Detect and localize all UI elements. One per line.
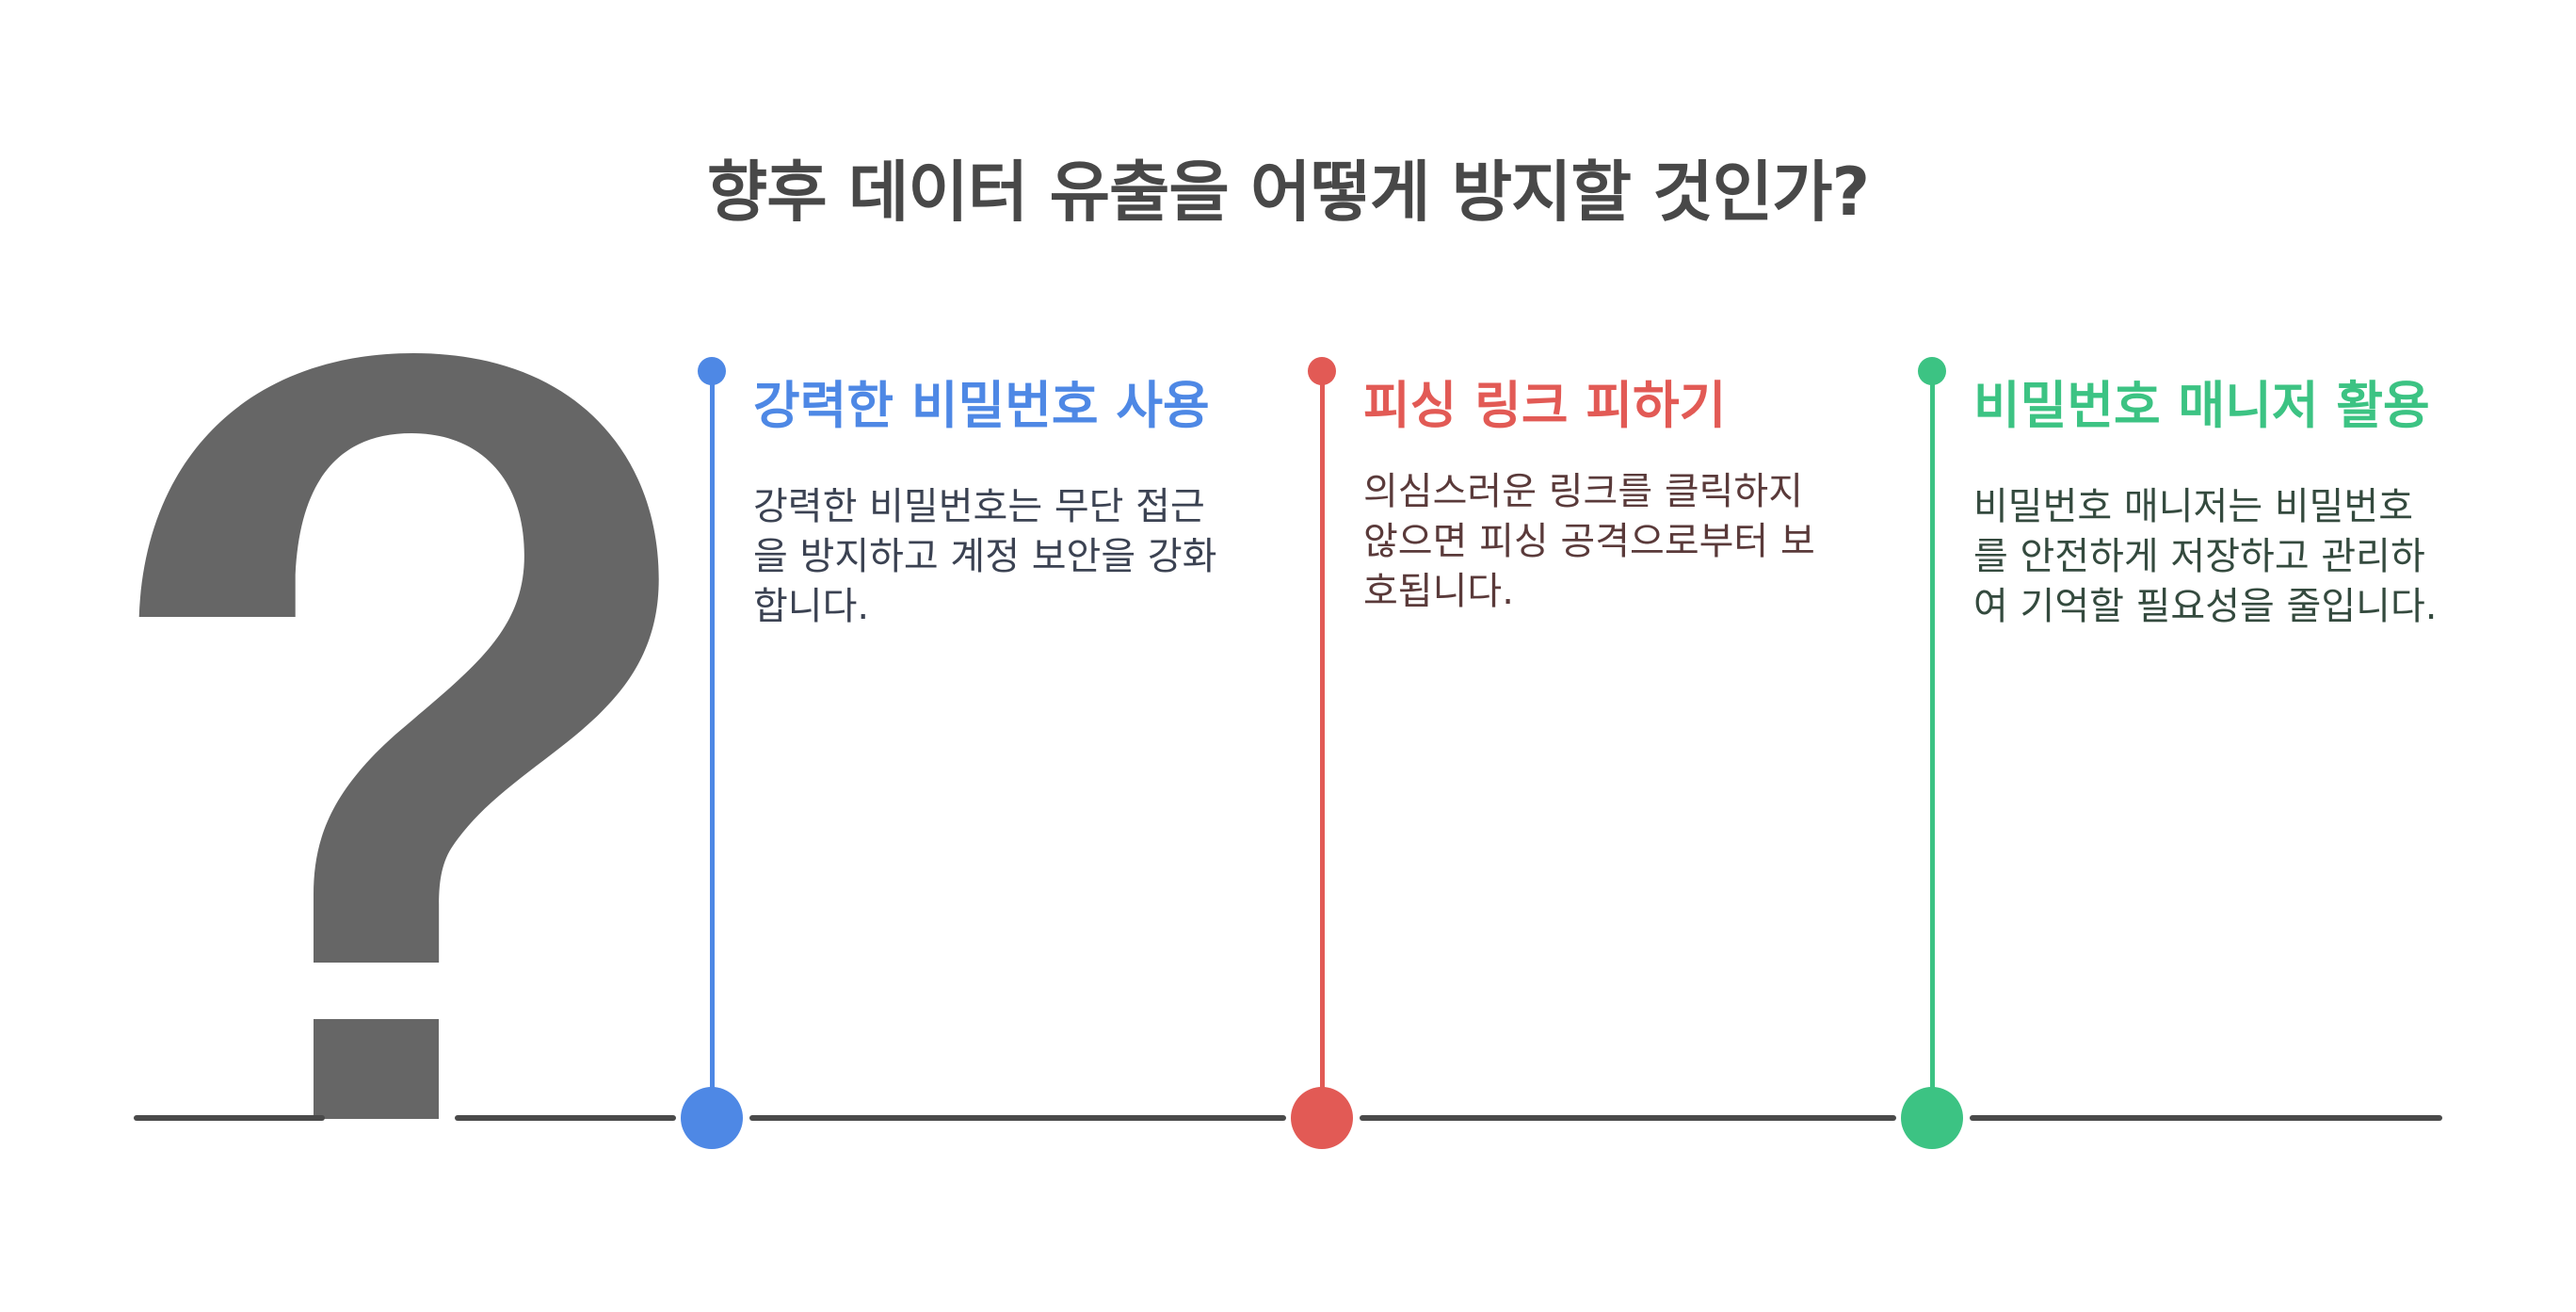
step-2-card: 피싱 링크 피하기 의심스러운 링크를 클릭하지 않으면 피싱 공격으로부터 보… — [1363, 373, 1834, 617]
step-3-connector — [1930, 371, 1935, 1115]
step-3-timeline-node — [1901, 1087, 1963, 1149]
step-1-top-marker — [698, 357, 726, 385]
timeline-baseline — [1970, 1115, 2442, 1121]
step-2-top-marker — [1308, 357, 1336, 385]
page-title: 향후 데이터 유출을 어떻게 방지할 것인가? — [706, 154, 1870, 231]
question-mark-icon — [138, 353, 659, 1119]
step-1-title: 강력한 비밀번호 사용 — [753, 376, 1210, 435]
timeline-baseline — [749, 1115, 1286, 1121]
step-2-title: 피싱 링크 피하기 — [1363, 376, 1727, 435]
step-1-card: 강력한 비밀번호 사용 강력한 비밀번호는 무단 접근을 방지하고 계정 보안을… — [753, 373, 1224, 632]
timeline-baseline — [1360, 1115, 1896, 1121]
step-3-description: 비밀번호 매니저는 비밀번호를 안전하게 저장하고 관리하여 기억할 필요성을 … — [1973, 485, 2438, 628]
timeline-baseline — [134, 1115, 325, 1121]
step-1-connector — [710, 371, 715, 1115]
step-2-connector — [1320, 371, 1325, 1115]
step-2-description: 의심스러운 링크를 클릭하지 않으면 피싱 공격으로부터 보호됩니다. — [1363, 470, 1815, 613]
timeline-baseline — [455, 1115, 676, 1121]
step-3-title: 비밀번호 매니저 활용 — [1973, 376, 2430, 435]
step-3-top-marker — [1918, 357, 1946, 385]
step-1-timeline-node — [681, 1087, 743, 1149]
step-1-description: 강력한 비밀번호는 무단 접근을 방지하고 계정 보안을 강화합니다. — [753, 485, 1217, 628]
step-3-card: 비밀번호 매니저 활용 비밀번호 매니저는 비밀번호를 안전하게 저장하고 관리… — [1973, 373, 2444, 632]
step-2-timeline-node — [1291, 1087, 1353, 1149]
